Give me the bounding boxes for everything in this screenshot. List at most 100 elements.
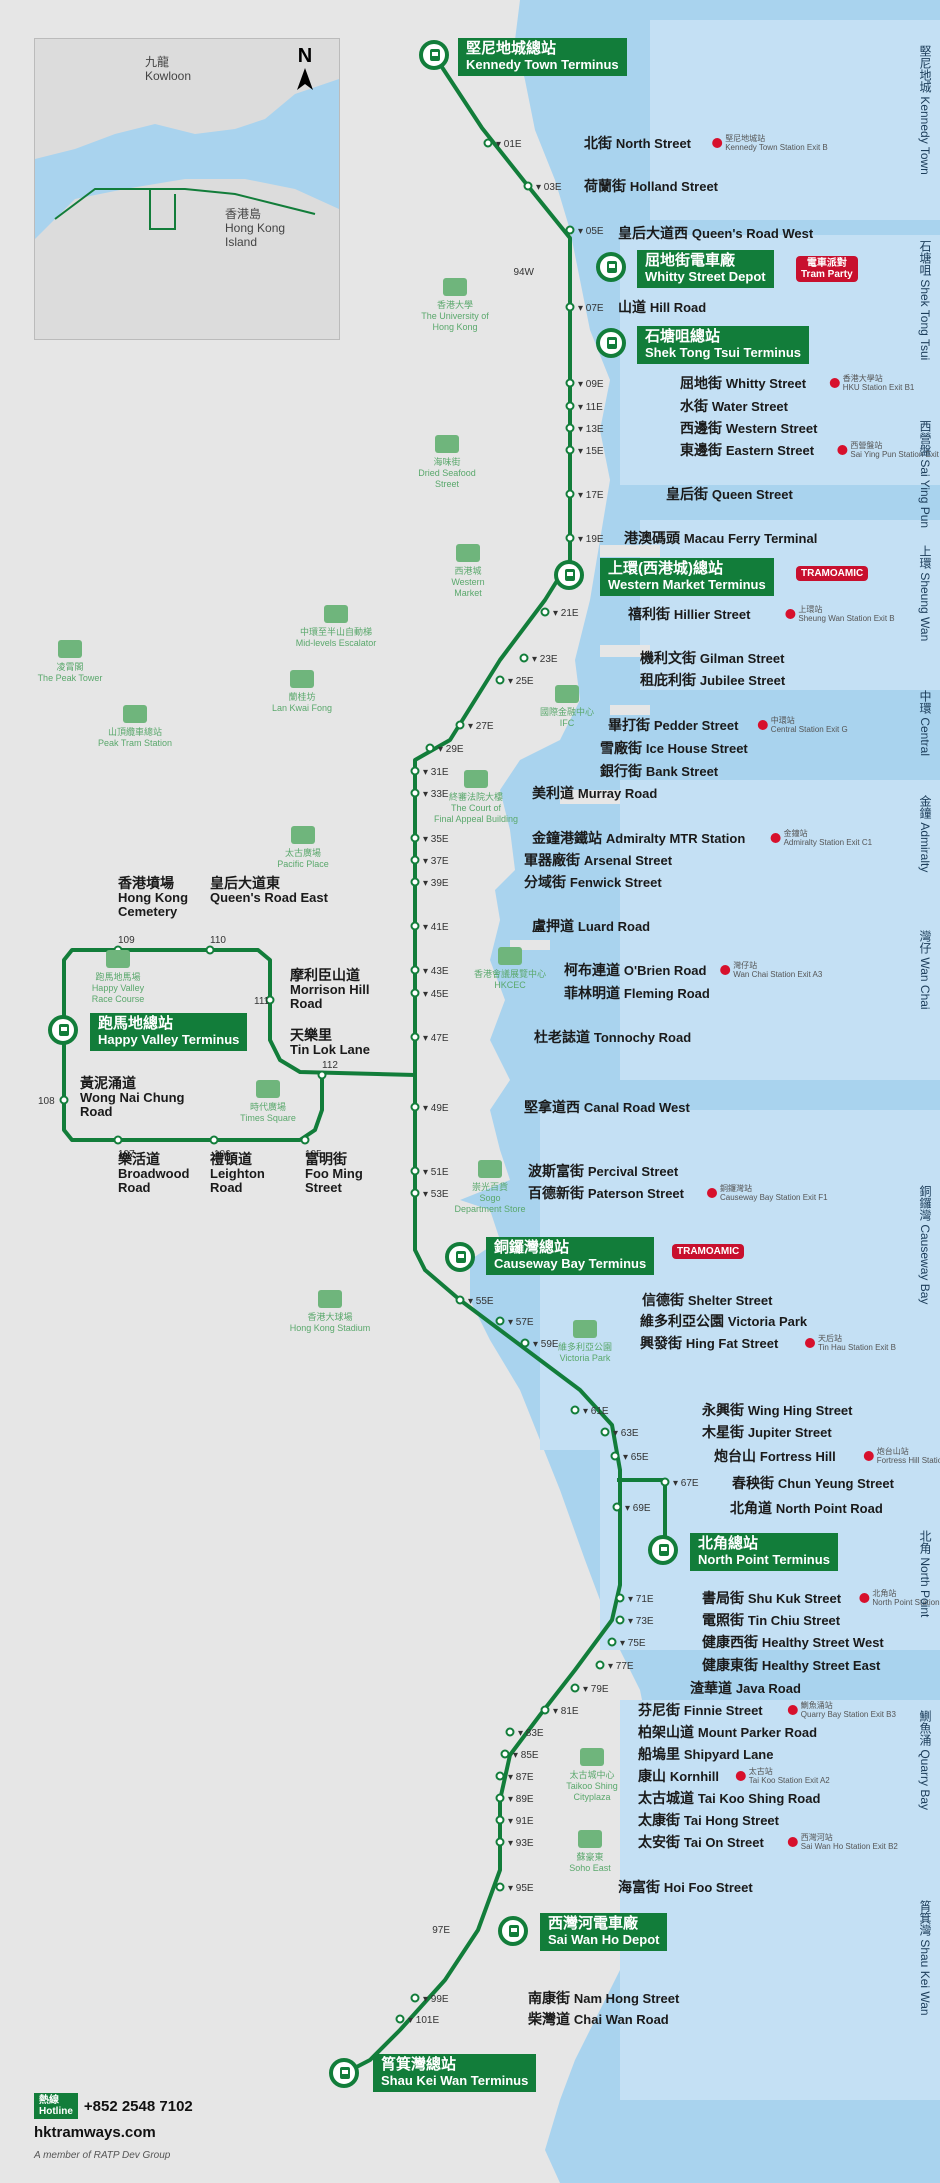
stop-label[interactable]: 水街 Water Street: [680, 398, 789, 414]
stop-dot[interactable]: [410, 921, 420, 931]
stop-dot[interactable]: [410, 965, 420, 975]
stop-label[interactable]: 租庇利街 Jubilee Street: [640, 672, 786, 688]
stop-dot[interactable]: [615, 1593, 625, 1603]
stop-dot[interactable]: [410, 788, 420, 798]
stop-dot[interactable]: [595, 1660, 605, 1670]
hv-stop-dot[interactable]: [317, 1070, 327, 1080]
hv-stop-dot[interactable]: [205, 945, 215, 955]
stop-label[interactable]: 電照街 Tin Chiu Street: [702, 1612, 841, 1628]
stop-label[interactable]: 機利文街 Gilman Street: [640, 650, 785, 666]
stop-label[interactable]: 芬尼街 Finnie Street: [637, 1702, 763, 1718]
stop-dot[interactable]: [570, 1405, 580, 1415]
stop-dot[interactable]: [520, 1338, 530, 1348]
hotline-number[interactable]: +852 2548 7102: [83, 2097, 193, 2115]
stop-dot[interactable]: [410, 1993, 420, 2003]
stop-label[interactable]: 春秧街 Chun Yeung Street: [731, 1475, 895, 1491]
stop-dot[interactable]: [610, 1451, 620, 1461]
stop-label[interactable]: 山道 Hill Road: [618, 299, 706, 315]
website-link[interactable]: hktramways.com: [34, 2124, 156, 2141]
stop-label[interactable]: 波斯富街 Percival Street: [528, 1163, 679, 1179]
stop-dot[interactable]: [455, 720, 465, 730]
stop-label[interactable]: 杜老誌道 Tonnochy Road: [534, 1029, 691, 1045]
stop-label[interactable]: 北角道 North Point Road: [730, 1500, 883, 1516]
stop-dot[interactable]: [565, 302, 575, 312]
stop-label[interactable]: 軍器廠街 Arsenal Street: [524, 852, 673, 868]
stop-dot[interactable]: [660, 1477, 670, 1487]
hv-stop-dot[interactable]: [209, 1135, 219, 1145]
stop-label[interactable]: 盧押道 Luard Road: [532, 918, 650, 934]
stop-label[interactable]: 北街 North Street: [584, 135, 692, 151]
stop-label[interactable]: 永興街 Wing Hing Street: [701, 1402, 853, 1418]
stop-label[interactable]: 禧利街 Hillier Street: [628, 606, 751, 622]
stop-dot[interactable]: [565, 489, 575, 499]
stop-label[interactable]: 屈地街 Whitty Street: [680, 375, 807, 391]
stop-dot[interactable]: [425, 743, 435, 753]
stop-label[interactable]: 美利道 Murray Road: [532, 785, 657, 801]
stop-dot[interactable]: [495, 1316, 505, 1326]
stop-label[interactable]: 船塢里 Shipyard Lane: [638, 1746, 773, 1762]
stop-label[interactable]: 荷蘭街 Holland Street: [583, 178, 719, 194]
stop-label[interactable]: 木星街 Jupiter Street: [701, 1424, 832, 1440]
stop-dot[interactable]: [565, 378, 575, 388]
stop-label[interactable]: 炮台山 Fortress Hill: [714, 1448, 836, 1464]
stop-label[interactable]: 東邊街 Eastern Street: [680, 442, 815, 458]
stop-label[interactable]: 太康街 Tai Hong Street: [638, 1812, 780, 1828]
stop-label[interactable]: 維多利亞公園 Victoria Park: [640, 1313, 808, 1329]
stop-dot[interactable]: [410, 1166, 420, 1176]
stop-label[interactable]: 雪廠街 Ice House Street: [600, 740, 748, 756]
stop-label[interactable]: 金鐘港鐵站 Admiralty MTR Station: [531, 830, 745, 846]
stop-label[interactable]: 西邊街 Western Street: [680, 420, 818, 436]
stop-dot[interactable]: [565, 225, 575, 235]
stop-label[interactable]: 港澳碼頭 Macau Ferry Terminal: [624, 530, 817, 546]
stop-dot[interactable]: [500, 1749, 510, 1759]
stop-dot[interactable]: [410, 855, 420, 865]
stop-label[interactable]: 銀行街 Bank Street: [600, 763, 719, 779]
stop-dot[interactable]: [410, 877, 420, 887]
stop-label[interactable]: 渣華道 Java Road: [690, 1680, 801, 1696]
stop-label[interactable]: 太古城道 Tai Koo Shing Road: [638, 1790, 820, 1806]
stop-label[interactable]: 分域街 Fenwick Street: [524, 874, 662, 890]
stop-dot[interactable]: [495, 1837, 505, 1847]
hv-stop-dot[interactable]: [113, 1135, 123, 1145]
stop-label[interactable]: 皇后街 Queen Street: [666, 486, 793, 502]
hv-stop-dot[interactable]: [300, 1135, 310, 1145]
stop-dot[interactable]: [519, 653, 529, 663]
stop-dot[interactable]: [410, 1032, 420, 1042]
stop-dot[interactable]: [455, 1295, 465, 1305]
stop-dot[interactable]: [410, 766, 420, 776]
stop-label[interactable]: 柯布連道 O'Brien Road: [564, 962, 706, 978]
stop-label[interactable]: 菲林明道 Fleming Road: [564, 985, 710, 1001]
stop-label[interactable]: 百德新街 Paterson Street: [528, 1185, 685, 1201]
stop-label[interactable]: 書局街 Shu Kuk Street: [702, 1590, 842, 1606]
stop-dot[interactable]: [565, 445, 575, 455]
stop-dot[interactable]: [565, 533, 575, 543]
stop-label[interactable]: 柴灣道 Chai Wan Road: [527, 2011, 669, 2027]
stop-dot[interactable]: [565, 401, 575, 411]
stop-label[interactable]: 皇后大道西 Queen's Road West: [618, 225, 814, 241]
hv-stop-dot[interactable]: [265, 995, 275, 1005]
stop-label[interactable]: 興發街 Hing Fat Street: [640, 1335, 779, 1351]
stop-dot[interactable]: [607, 1637, 617, 1647]
stop-dot[interactable]: [495, 1882, 505, 1892]
stop-dot[interactable]: [410, 1188, 420, 1198]
stop-label[interactable]: 太安街 Tai On Street: [638, 1834, 765, 1850]
stop-label[interactable]: 健康東街 Healthy Street East: [702, 1657, 881, 1673]
hv-stop-dot[interactable]: [59, 1095, 69, 1105]
stop-dot[interactable]: [540, 1705, 550, 1715]
stop-label[interactable]: 畢打街 Pedder Street: [608, 717, 739, 733]
stop-dot[interactable]: [615, 1615, 625, 1625]
stop-dot[interactable]: [410, 988, 420, 998]
stop-dot[interactable]: [495, 1815, 505, 1825]
stop-dot[interactable]: [612, 1502, 622, 1512]
stop-dot[interactable]: [395, 2014, 405, 2024]
stop-dot[interactable]: [540, 607, 550, 617]
stop-dot[interactable]: [600, 1427, 610, 1437]
stop-dot[interactable]: [410, 1102, 420, 1112]
stop-label[interactable]: 南康街 Nam Hong Street: [528, 1990, 680, 2006]
